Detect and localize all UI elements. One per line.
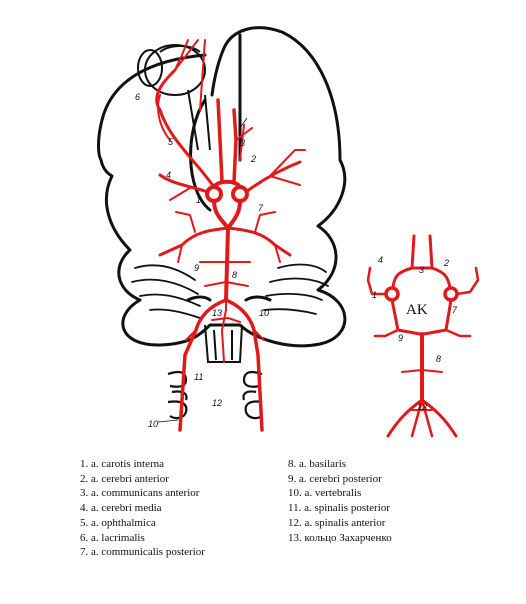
svg-text:8: 8 (232, 270, 237, 280)
svg-text:5: 5 (168, 137, 174, 147)
svg-text:3: 3 (240, 138, 245, 148)
legend-item: 13. кольцо Захарченко (288, 531, 392, 544)
legend-right-column: 8. a. basilaris 9. a. cerebri posterior … (288, 457, 392, 545)
legend-item: 4. a. cerebri media (80, 502, 162, 515)
svg-text:1: 1 (196, 195, 201, 205)
svg-text:4: 4 (166, 170, 171, 180)
legend-item: 8. a. basilaris (288, 458, 347, 470)
legend-left-column: 1. a. carotis interna 2. a. cerebri ante… (80, 457, 205, 560)
legend-item: 1. a. carotis interna (80, 458, 164, 470)
svg-text:12: 12 (212, 398, 222, 408)
arteries-brain (155, 39, 306, 432)
brain-labels: 1 2 3 4 5 6 7 8 9 10 11 12 13 13 10 (135, 92, 269, 429)
svg-text:1: 1 (372, 290, 377, 300)
legend-item: 5. a. ophthalmica (80, 516, 156, 529)
svg-text:8: 8 (436, 354, 441, 364)
brain-circulation-diagram: 1 2 3 4 5 6 7 8 9 10 11 12 13 13 10 (97, 26, 480, 438)
legend-item: 7. a. communicalis posterior (80, 546, 205, 559)
svg-text:2: 2 (250, 154, 256, 164)
vertebrae (167, 370, 263, 420)
svg-text:3: 3 (419, 265, 424, 275)
svg-text:10: 10 (259, 308, 269, 318)
svg-text:13: 13 (417, 402, 427, 412)
eyeball (137, 44, 211, 151)
svg-text:11: 11 (194, 372, 203, 382)
legend-item: 6. a. lacrimalis (80, 531, 145, 544)
svg-text:13: 13 (212, 308, 222, 318)
cerebellum-folia (131, 263, 329, 319)
svg-text:10: 10 (148, 419, 158, 429)
svg-text:AK: AK (406, 302, 428, 318)
svg-text:6: 6 (135, 92, 140, 102)
svg-text:7: 7 (258, 203, 264, 213)
legend-item: 12. a. spinalis anterior (288, 516, 386, 529)
svg-text:9: 9 (398, 333, 403, 343)
svg-text:9: 9 (194, 263, 199, 273)
brain-outline (97, 26, 347, 348)
legend-item: 9. a. cerebri posterior (288, 472, 382, 485)
schema-labels: 1 2 3 4 7 8 9 13 AK (372, 255, 458, 412)
legend-item: 10. a. vertebralis (288, 487, 362, 500)
legend-item: 3. a. communicans anterior (80, 487, 200, 500)
brain-label-leaders (157, 117, 248, 423)
legend-item: 11. a. spinalis posterior (288, 502, 390, 515)
svg-text:7: 7 (452, 305, 458, 315)
svg-text:4: 4 (378, 255, 383, 265)
legend-item: 2. a. cerebri anterior (80, 472, 169, 485)
circle-schema (366, 234, 480, 438)
svg-text:2: 2 (443, 258, 449, 268)
